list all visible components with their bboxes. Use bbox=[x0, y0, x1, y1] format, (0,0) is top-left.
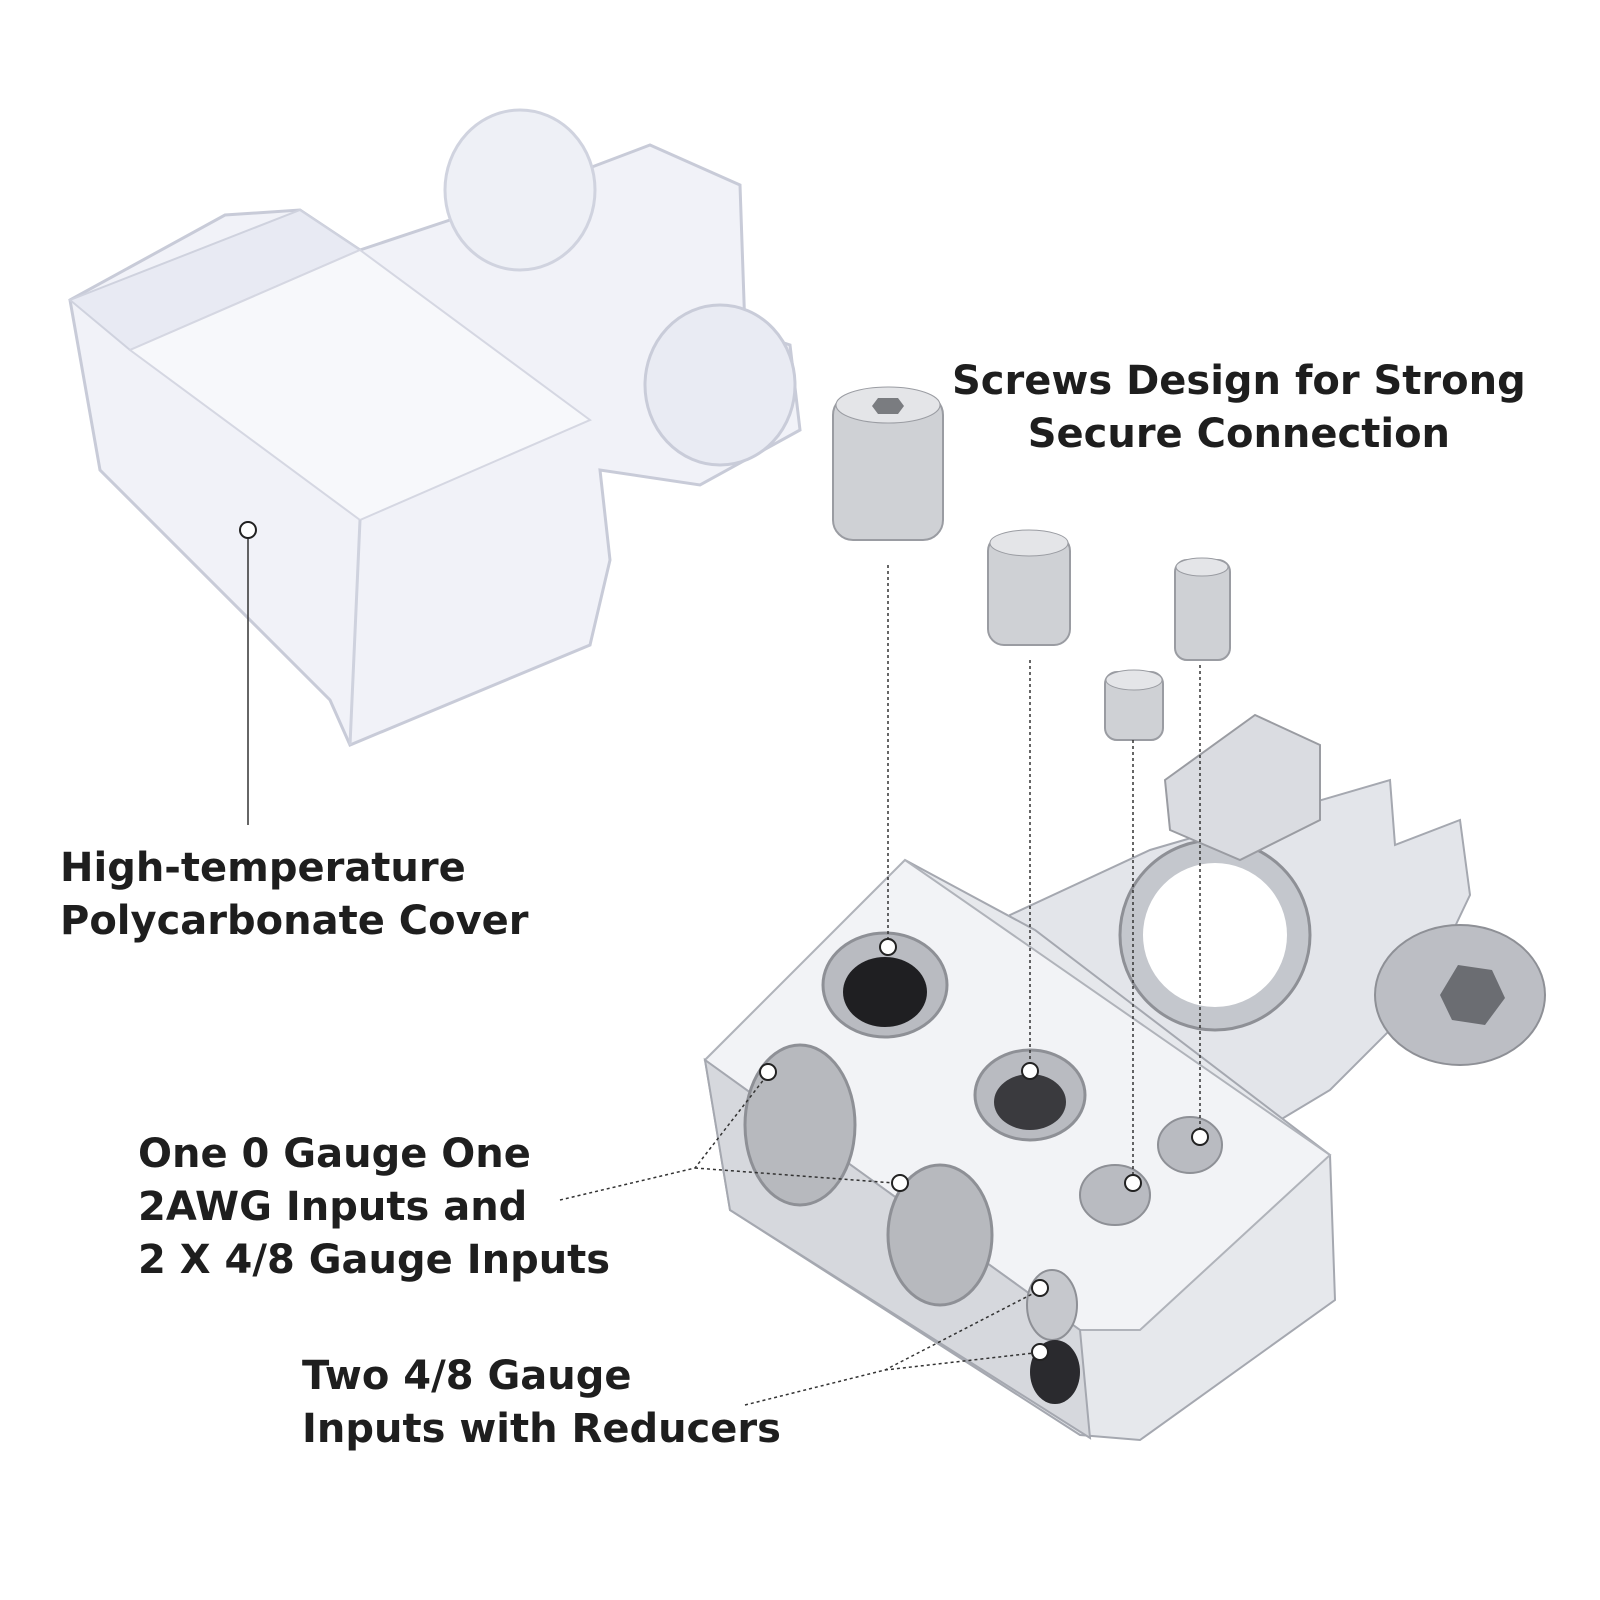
inputs-callout-line: One 0 Gauge One bbox=[138, 1131, 531, 1177]
reducers-callout-line: Two 4/8 Gauge bbox=[302, 1353, 632, 1399]
screws-callout-line: Secure Connection bbox=[1027, 411, 1451, 457]
screws bbox=[832, 386, 1231, 741]
screws-callout: Screws Design for Strong Secure Connecti… bbox=[952, 355, 1526, 461]
callout-dots bbox=[239, 521, 1209, 1361]
screws-callout-line: Screws Design for Strong bbox=[952, 358, 1526, 404]
inputs-callout-line: 2AWG Inputs and bbox=[138, 1184, 528, 1230]
inputs-callout-line: 2 X 4/8 Gauge Inputs bbox=[138, 1237, 611, 1283]
inputs-callout: One 0 Gauge One 2AWG Inputs and 2 X 4/8 … bbox=[138, 1128, 610, 1287]
polycarbonate-cover bbox=[68, 108, 802, 747]
cover-callout-line: High-temperature bbox=[60, 845, 466, 891]
battery-terminal bbox=[703, 713, 1546, 1442]
callout-lines bbox=[247, 536, 1201, 1406]
reducers-callout-line: Inputs with Reducers bbox=[302, 1406, 781, 1452]
cover-callout: High-temperature Polycarbonate Cover bbox=[60, 842, 529, 948]
cover-callout-line: Polycarbonate Cover bbox=[60, 898, 529, 944]
reducers-callout: Two 4/8 Gauge Inputs with Reducers bbox=[302, 1350, 781, 1456]
